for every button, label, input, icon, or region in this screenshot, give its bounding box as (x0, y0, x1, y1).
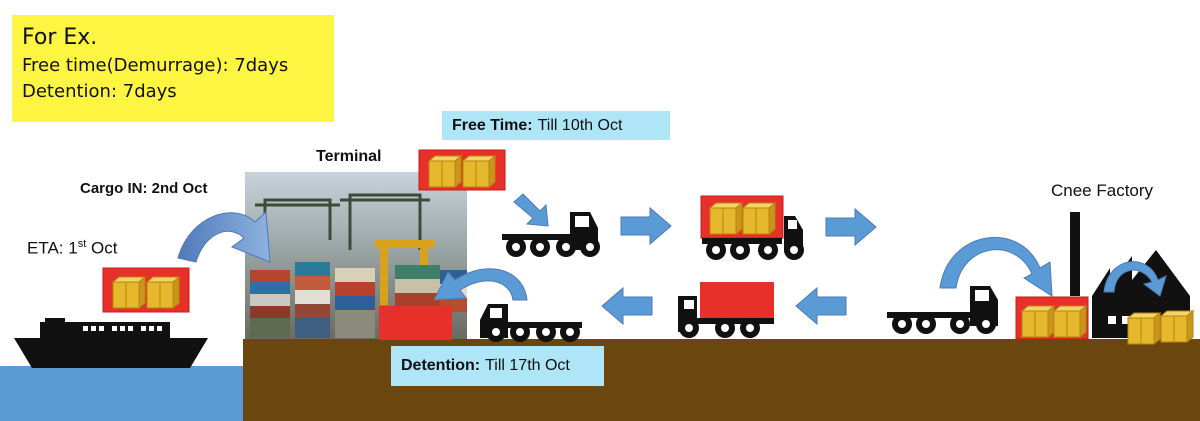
ground (243, 339, 1200, 421)
curved-arrow-ship-to-terminal (177, 210, 271, 263)
terminal-photo (245, 172, 467, 339)
curved-arrow-return-to-terminal (433, 268, 528, 301)
truck-return-icon (480, 304, 582, 342)
factory-label: Cnee Factory (1051, 181, 1154, 200)
ship-icon (14, 318, 208, 368)
arrow-down-right (513, 193, 549, 227)
truck-loaded-icon (700, 195, 804, 260)
example-note: For Ex. Free time(Demurrage): 7days Dete… (12, 15, 334, 122)
free-time-label: Free Time: Till 10th Oct (442, 111, 670, 140)
sea (0, 366, 243, 421)
eta-suffix: Oct (86, 238, 118, 258)
factory-container (1015, 296, 1089, 340)
eta-prefix: ETA: 1 (27, 238, 78, 258)
truck-empty-container-icon (678, 282, 774, 338)
arrow-right-2 (825, 207, 877, 247)
arrow-right-1 (620, 206, 672, 246)
note-detention: Detention: 7days (22, 81, 177, 102)
truck-factory-icon (887, 286, 998, 334)
cargo-in-label: Cargo IN: 2nd Oct (80, 180, 208, 197)
factory-icon (1070, 212, 1194, 345)
note-heading: For Ex. (22, 25, 98, 50)
detention-label: Detention: Till 17th Oct (391, 346, 604, 386)
detention-title: Detention: (401, 357, 481, 374)
free-time-value: Till 10th Oct (537, 116, 623, 134)
curved-arrow-unload (939, 236, 1053, 297)
terminal-container (418, 149, 506, 191)
arrow-left-1 (795, 286, 847, 326)
free-time-title: Free Time: (452, 116, 533, 134)
detention-value: Till 17th Oct (485, 357, 570, 374)
note-free-time: Free time(Demurrage): 7days (22, 55, 289, 76)
arrow-left-2 (601, 286, 653, 326)
truck-empty-icon (502, 212, 600, 257)
empty-container (379, 306, 452, 340)
terminal-label: Terminal (316, 148, 382, 165)
ship-container (102, 267, 190, 313)
eta-sup: st (77, 238, 87, 250)
eta-label: ETA: 1st Oct (27, 238, 117, 259)
